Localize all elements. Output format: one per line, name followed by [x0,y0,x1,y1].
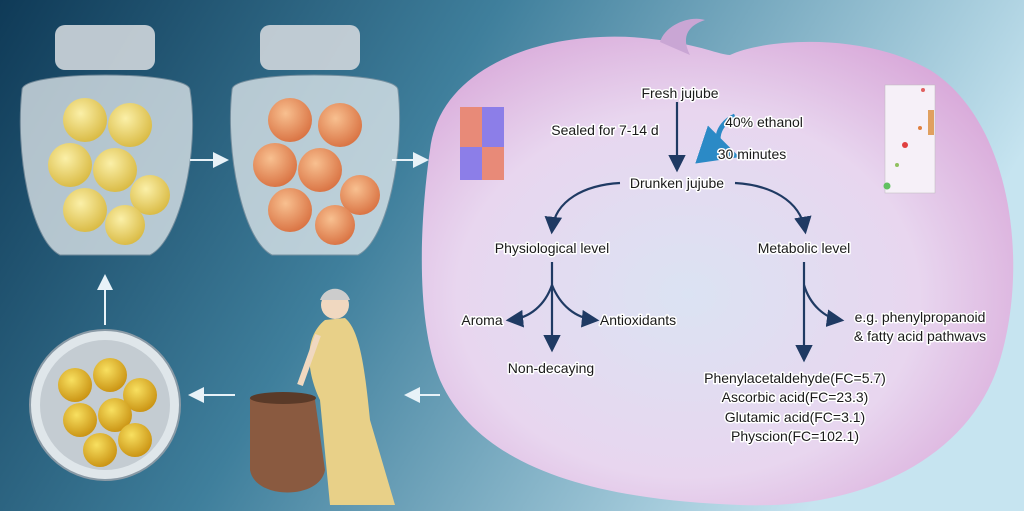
metabolite-item: Phenylacetaldehyde(FC=5.7) [704,370,886,386]
metabolite-item: Physcion(FC=102.1) [731,428,859,444]
pathways-label-line1: e.g. phenylpropanoid [855,309,986,325]
aroma-label: Aroma [461,312,502,328]
metabolic-level-label: Metabolic level [758,240,851,256]
metabolite-item: Glutamic acid(FC=3.1) [725,409,865,425]
metabolite-item: Ascorbic acid(FC=23.3) [722,389,869,405]
sealed-duration-label: Sealed for 7-14 d [551,122,658,138]
jujube-shape [421,18,1014,506]
physiological-level-label: Physiological level [495,240,609,256]
non-decaying-label: Non-decaying [508,360,594,376]
bubble-chart-thumbnail [883,84,936,194]
jar-drunken-jujubes [229,25,401,256]
drunken-jujube-label: Drunken jujube [630,175,724,191]
fresh-jujube-label: Fresh jujube [641,85,718,101]
jar-fresh-jujubes [19,25,194,256]
heatmap-thumbnail [460,107,504,180]
woman-with-pot-illustration [249,288,395,505]
flow-arrows [505,102,845,363]
pathways-label-line2: & fatty acid pathwavs [854,328,986,344]
process-arrows [97,152,440,403]
antioxidants-label: Antioxidants [600,312,676,328]
ethanol-label: 40% ethanol [725,114,803,130]
soak-time-label: 30 minutes [718,146,786,162]
plate-dried-jujubes [29,329,181,481]
